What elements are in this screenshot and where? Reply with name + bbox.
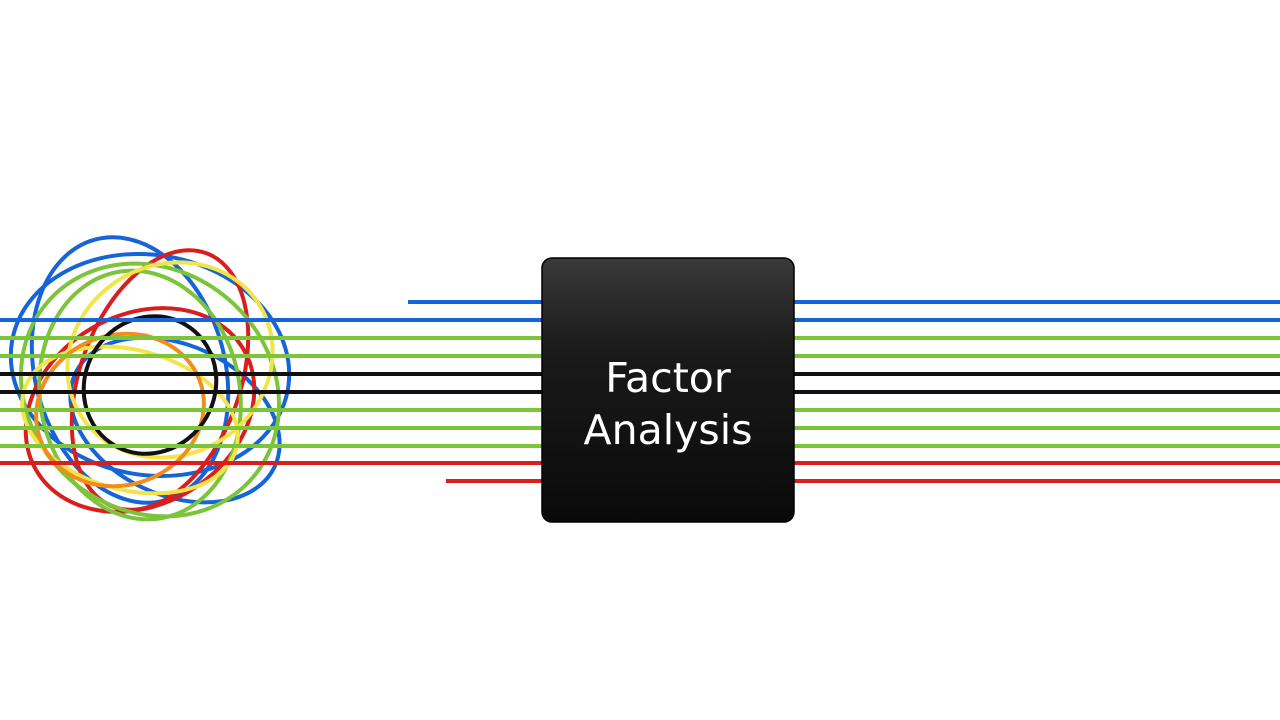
parallel-lines-right [792, 300, 1280, 483]
factor-analysis-box: Factor Analysis [541, 257, 795, 523]
box-label-line-2: Analysis [584, 406, 753, 454]
tangle-loop-red [23, 306, 257, 514]
parallel-lines-left [0, 300, 544, 483]
box-label-line-1: Factor [605, 354, 731, 402]
tangle-loop-yellow [65, 260, 275, 460]
tangle-loop-green [37, 268, 243, 522]
box-shape [541, 257, 795, 523]
tangle-loop-blue [8, 251, 292, 479]
